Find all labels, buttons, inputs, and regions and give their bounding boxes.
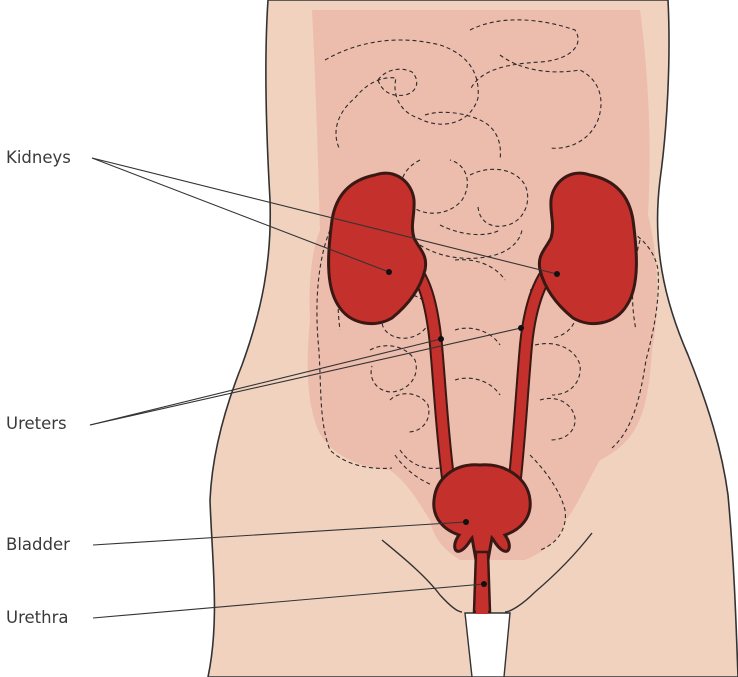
dot-left-ureter bbox=[438, 336, 444, 342]
dot-right-kidney bbox=[554, 271, 560, 277]
dot-right-ureter bbox=[518, 325, 524, 331]
leg-gap bbox=[465, 613, 510, 677]
urethra-lower bbox=[476, 608, 488, 614]
label-bladder: Bladder bbox=[6, 537, 70, 554]
dot-bladder bbox=[463, 519, 469, 525]
dot-left-kidney bbox=[386, 269, 392, 275]
label-urethra: Urethra bbox=[6, 610, 68, 627]
label-ureters: Ureters bbox=[6, 416, 67, 433]
label-kidneys: Kidneys bbox=[6, 150, 71, 167]
dot-urethra bbox=[481, 581, 487, 587]
